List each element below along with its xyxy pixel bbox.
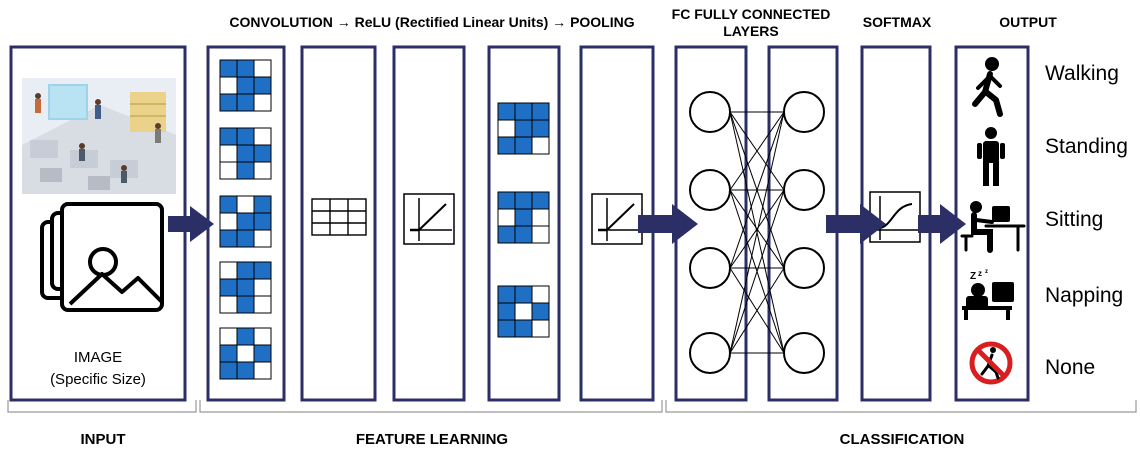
convolution-filter-grid bbox=[219, 59, 272, 112]
fully-connected-network bbox=[689, 91, 825, 374]
no-person-icon bbox=[969, 341, 1013, 385]
pooled-relu-graph-icon bbox=[591, 193, 643, 245]
pooling-filter-grid bbox=[497, 285, 550, 338]
class-label-napping: Napping bbox=[1045, 284, 1123, 307]
section-label-feature-learning: FEATURE LEARNING bbox=[356, 431, 508, 448]
convolution-filter-grid bbox=[219, 327, 272, 380]
arrow-pooling-to-fc bbox=[638, 204, 698, 244]
softmax-graph-icon bbox=[869, 191, 921, 243]
fc-neuron bbox=[689, 332, 731, 374]
classification-bracket bbox=[665, 400, 1137, 413]
arrow-fc-to-softmax bbox=[826, 204, 886, 244]
class-label-standing: Standing bbox=[1045, 135, 1128, 158]
standing-person-icon bbox=[977, 127, 1005, 186]
section-label-input: INPUT bbox=[81, 431, 126, 448]
svg-text:z: z bbox=[978, 269, 982, 278]
arrow-input-to-convolution bbox=[168, 206, 214, 242]
convolution-filter-grid bbox=[219, 261, 272, 314]
fc-neuron bbox=[783, 169, 825, 211]
svg-text:Z: Z bbox=[970, 271, 976, 282]
flow-arrows bbox=[168, 204, 966, 244]
image-icon bbox=[40, 202, 164, 312]
sitting-person-icon bbox=[960, 201, 1026, 253]
header-output: OUTPUT bbox=[999, 14, 1057, 30]
header-softmax: SOFTMAX bbox=[863, 14, 932, 30]
fc-connection bbox=[729, 189, 785, 354]
walking-person-icon bbox=[972, 57, 1003, 117]
feature-map-grid bbox=[311, 198, 367, 236]
pooling-filter-grid bbox=[497, 102, 550, 155]
pooling-filter-grid bbox=[497, 191, 550, 244]
convolution-filter-grid bbox=[219, 127, 272, 180]
fc-neuron bbox=[783, 332, 825, 374]
section-label-classification: CLASSIFICATION bbox=[840, 431, 965, 448]
fc-neuron bbox=[689, 247, 731, 289]
fc-connection bbox=[729, 189, 785, 269]
filter-grids bbox=[219, 59, 550, 380]
napping-person-icon: Z z z bbox=[962, 269, 1014, 320]
header-convolution-relu-pooling: CONVOLUTION → ReLU (Rectified Linear Uni… bbox=[229, 14, 634, 30]
class-label-walking: Walking bbox=[1045, 62, 1119, 85]
feature-learning-bracket bbox=[199, 400, 663, 413]
fc-connection bbox=[729, 267, 785, 354]
fc-connection bbox=[729, 111, 785, 191]
fc-connection bbox=[729, 111, 785, 354]
relu-graph-icon bbox=[403, 193, 455, 245]
svg-text:z: z bbox=[985, 269, 988, 275]
class-label-none: None bbox=[1045, 356, 1095, 379]
arrow-softmax-to-output bbox=[918, 204, 966, 244]
fc-neuron bbox=[783, 91, 825, 133]
image-label: IMAGE bbox=[74, 349, 122, 366]
convolution-filter-grid bbox=[219, 195, 272, 248]
fc-neuron bbox=[783, 247, 825, 289]
pooling-panel bbox=[487, 45, 561, 402]
fc-neuron bbox=[689, 169, 731, 211]
office-scene-image bbox=[22, 78, 176, 194]
fc-connection bbox=[729, 111, 785, 269]
header-fc-line2: LAYERS bbox=[723, 23, 779, 39]
relu-panel bbox=[392, 45, 466, 402]
section-brackets bbox=[7, 400, 1137, 413]
header-fc-line1: FC FULLY CONNECTED bbox=[672, 6, 831, 22]
input-bracket bbox=[7, 400, 197, 413]
feature-map-panel bbox=[300, 45, 377, 402]
image-sublabel: (Specific Size) bbox=[50, 371, 146, 388]
fc-neuron bbox=[689, 91, 731, 133]
class-label-sitting: Sitting bbox=[1045, 208, 1103, 231]
